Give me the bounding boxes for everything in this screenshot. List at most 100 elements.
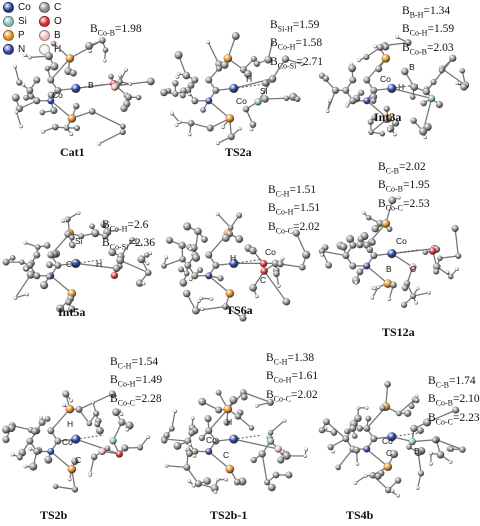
bond-name: Co-B — [409, 46, 428, 56]
atom-tag: Co — [236, 96, 247, 106]
bond-length-c-b: BC-B=1.74 — [428, 375, 476, 390]
bond-length-co-c: BCo-C=2.53 — [378, 197, 430, 212]
legend-swatch-o — [39, 16, 50, 27]
atom-spheres — [318, 195, 462, 309]
legend-item-p: P — [3, 30, 25, 41]
bond-length-co-b: BCo-B=1.95 — [378, 179, 430, 194]
structure-label: Cat1 — [60, 145, 85, 159]
atom-spheres — [318, 35, 470, 140]
atom-spheres — [160, 389, 309, 494]
bond-length-co-si: BCo-Si=2.36 — [102, 237, 155, 252]
bond-length-si-h: BSi-H=1.59 — [270, 19, 320, 34]
bond-value: 2.6 — [133, 219, 149, 231]
atom-tag: Si — [260, 86, 268, 96]
legend-symbol: C — [54, 2, 62, 13]
legend-item-c: C — [39, 2, 61, 13]
atom-tag: Co — [66, 259, 77, 269]
molecule-model — [160, 211, 311, 322]
bond-value: 2.23 — [459, 411, 480, 424]
bond-length-co-si: BCo-Si=2.71 — [270, 55, 323, 70]
structure-label: TS2b — [40, 508, 68, 522]
bond-name: C-H — [273, 357, 288, 367]
bond-value: 2.53 — [409, 197, 430, 210]
bond-value: 2.03 — [433, 41, 454, 54]
molecule-model — [11, 36, 155, 146]
bond-name: C-B — [435, 380, 450, 390]
bond-value: 1.59 — [433, 23, 455, 36]
atom-tag: Co — [52, 90, 63, 100]
bond-name: Co-H — [109, 224, 128, 234]
bond-value: 1.59 — [299, 19, 320, 31]
bond-name: Co-C — [273, 393, 292, 403]
bond-value: 1.34 — [429, 5, 451, 17]
bond-name: Co-C — [117, 397, 136, 407]
atom-tag: H — [226, 417, 233, 427]
atom-spheres — [2, 210, 153, 313]
bond-value: 1.74 — [455, 375, 476, 387]
legend-symbol: P — [18, 30, 25, 41]
bond-length-c-h: BC-H=1.38 — [266, 352, 315, 367]
legend-symbol: Si — [18, 16, 27, 27]
bond-name: Co-C — [385, 202, 404, 212]
bond-name: Co-B — [385, 184, 404, 194]
bond-length-co-h: BCo-H=1.49 — [110, 374, 163, 389]
legend-swatch-p — [3, 30, 14, 41]
bond-length-co-c: BCo-C=2.02 — [268, 220, 320, 235]
bond-name: C-H — [275, 189, 290, 199]
bond-name: Co-Si — [277, 60, 297, 70]
bond-length-co-h: BCo-H=2.6 — [102, 219, 149, 234]
bond-length-co-h: BCo-H=1.58 — [270, 37, 323, 52]
legend-symbol: B — [54, 30, 61, 41]
atom-tag: C — [386, 448, 393, 458]
atom-tag: C — [223, 450, 230, 460]
bond-name: Si-H — [277, 24, 293, 34]
legend-swatch-co — [3, 2, 14, 13]
bond-name: Co-H — [273, 375, 292, 385]
bond-length-co-h: BCo-H=1.59 — [402, 23, 455, 38]
bond-length-c-h: BC-H=1.54 — [110, 356, 159, 371]
bond-value: 2.02 — [297, 388, 318, 401]
atom-spheres — [1, 390, 151, 493]
atom-tag: H — [246, 74, 253, 84]
bond-value: 2.36 — [134, 237, 155, 250]
legend-symbol: O — [54, 16, 62, 27]
bond-value: 2.10 — [459, 393, 480, 406]
atom-spheres — [160, 31, 305, 146]
bond-name: Co-Si — [109, 242, 129, 252]
bond-value: 1.49 — [141, 374, 163, 387]
atom-tag: C — [410, 264, 417, 274]
legend-swatch-h — [39, 44, 50, 55]
atom-tag: B — [88, 80, 94, 90]
bond-value: 1.95 — [409, 179, 430, 192]
structure-label: TS2a — [225, 145, 252, 159]
molecule-model — [1, 390, 151, 493]
molecule-model — [2, 210, 153, 313]
bond-length-co-c: BCo-C=2.28 — [110, 392, 162, 407]
atom-tag: C — [260, 275, 267, 285]
structure-label: Int3a — [374, 110, 402, 124]
bond-value: 1.98 — [121, 23, 142, 35]
structure-label: TS2b-1 — [210, 508, 248, 522]
bond-length-co-b: BCo-B=1.98 — [90, 23, 142, 38]
molecule-model — [318, 380, 466, 498]
bond-value: 1.54 — [137, 356, 159, 368]
legend-swatch-b — [39, 30, 50, 41]
molecule-model — [160, 31, 305, 146]
atom-spheres — [160, 211, 311, 322]
atom-tag: Co — [380, 74, 391, 84]
structure-label: TS6a — [226, 303, 253, 317]
legend-item-b: B — [39, 30, 61, 41]
bond-name: Co-H — [277, 42, 296, 52]
